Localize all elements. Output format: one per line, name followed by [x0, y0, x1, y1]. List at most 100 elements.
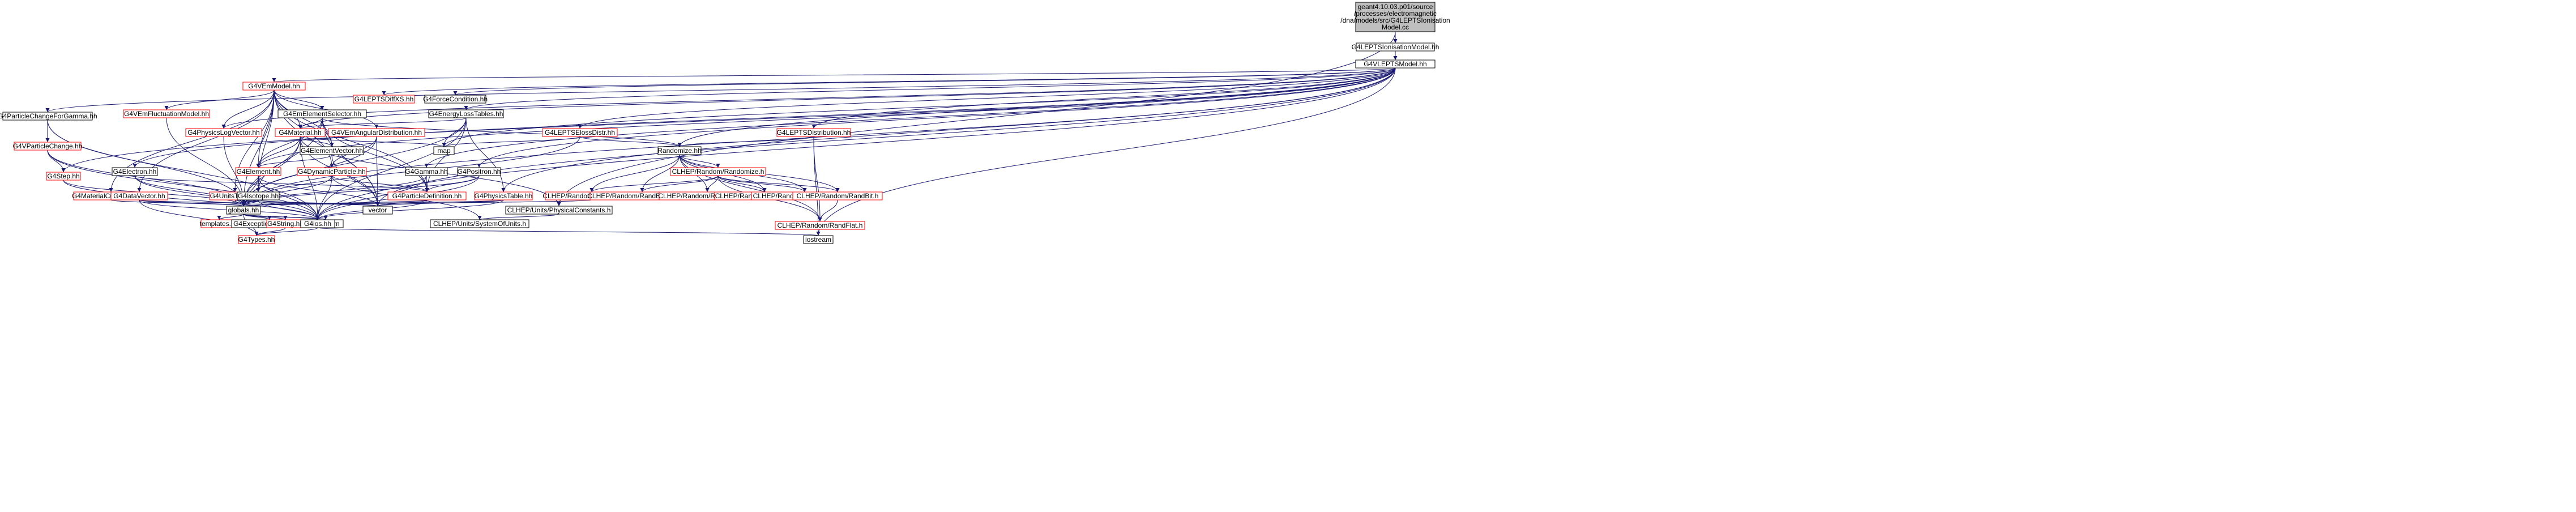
node-g4ios[interactable]: G4ios.hh [300, 219, 335, 228]
node-dynpart[interactable]: G4DynamicParticle.hh [297, 167, 367, 176]
node-vfluct[interactable]: G4VEmFluctuationModel.hh [123, 109, 210, 118]
node-label-globals: globals.hh [228, 206, 259, 214]
node-element[interactable]: G4Element.hh [235, 167, 281, 176]
edge-g4ios-to-iostream [317, 227, 820, 236]
node-g4string[interactable]: G4String.hh [266, 219, 305, 228]
edge-eloss-to-map [442, 117, 467, 147]
node-label-root: Model.cc [1382, 23, 1409, 31]
edge-randomize-to-randexp [640, 154, 680, 193]
node-vector[interactable]: vector [362, 206, 393, 215]
node-label-root: /processes/electromagnetic [1354, 10, 1437, 18]
node-elsel[interactable]: G4EmElementSelector.hh [277, 109, 367, 118]
edge-material-to-element [256, 136, 301, 168]
edge-vpc-to-step [47, 150, 66, 173]
node-label-datavec: G4DataVector.hh [113, 192, 165, 200]
node-map[interactable]: map [433, 146, 455, 155]
node-templates[interactable]: templates.hh [200, 219, 239, 228]
node-positron[interactable]: G4Positron.hh [457, 167, 501, 176]
node-physlog[interactable]: G4PhysicsLogVector.hh [185, 128, 262, 137]
node-vpc[interactable]: G4VParticleChange.hh [13, 142, 83, 151]
edge-vem-to-datavec [137, 89, 275, 193]
node-label-vector: vector [369, 206, 387, 214]
node-box-eloss [428, 109, 504, 118]
node-box-globals [226, 206, 261, 215]
node-box-gamma [405, 167, 448, 176]
node-physicstable[interactable]: G4PhysicsTable.hh [474, 191, 533, 200]
edge-material-to-map [300, 136, 446, 147]
node-vem[interactable]: G4VEmModel.hh [242, 82, 306, 91]
node-label-vpc: G4VParticleChange.hh [13, 142, 83, 150]
node-label-physicstable: G4PhysicsTable.hh [475, 192, 533, 200]
edge-angdist-to-vector [375, 136, 380, 207]
node-root[interactable]: geant4.10.03.p01/source/processes/electr… [1340, 2, 1450, 32]
node-label-templates: templates.hh [200, 220, 239, 228]
node-randomize[interactable]: Randomize.hh [657, 146, 702, 155]
edge-elvec-to-vector [331, 154, 380, 207]
node-material[interactable]: G4Material.hh [275, 128, 326, 137]
edge-gamma-to-g4ios [315, 175, 427, 220]
node-box-randomize [657, 146, 702, 155]
edge-elsel-to-randomize [322, 117, 682, 147]
node-elossdistr[interactable]: G4LEPTSElossDistr.hh [542, 128, 618, 137]
node-globals[interactable]: globals.hh [226, 206, 261, 215]
node-box-vector [362, 206, 393, 215]
node-clhrandomize[interactable]: CLHEP/Random/Randomize.h [670, 167, 766, 176]
node-box-leptsdist [776, 128, 851, 137]
edge-clhrandomize-to-randgamma [705, 175, 719, 193]
node-electron[interactable]: G4Electron.hh [112, 167, 158, 176]
node-ionmodel[interactable]: G4LEPTSIonisationModel.hh [1352, 42, 1439, 52]
node-angdist[interactable]: G4VEmAngularDistribution.hh [328, 128, 425, 137]
edge-eloss-to-physicstable [465, 117, 506, 193]
edge-electron-to-partdef [134, 175, 429, 193]
node-label-root: /dna/models/src/G4LEPTSIonisation [1340, 16, 1450, 24]
node-box-partdef [387, 191, 467, 200]
edge-clhrandomize-to-randgaussq [717, 175, 767, 193]
edge-clhrandomize-to-randbit [717, 175, 840, 193]
node-eloss[interactable]: G4EnergyLossTables.hh [428, 109, 504, 118]
edge-layer [45, 31, 1398, 236]
node-box-elvec [300, 146, 364, 155]
edge-vmodel-to-randomize [677, 67, 1396, 147]
node-label-elossdistr: G4LEPTSElossDistr.hh [545, 129, 615, 136]
node-partdef[interactable]: G4ParticleDefinition.hh [387, 191, 467, 200]
edge-vmodel-to-iostream [816, 67, 1396, 236]
edge-randbit-to-randflat [818, 199, 838, 222]
node-label-randomize: Randomize.hh [657, 147, 701, 155]
node-randflat[interactable]: CLHEP/Random/RandFlat.h [775, 221, 865, 230]
node-vmodel[interactable]: G4VLEPTSModel.hh [1355, 59, 1436, 69]
node-physconst[interactable]: CLHEP/Units/PhysicalConstants.h [505, 206, 613, 215]
node-label-elvec: G4ElementVector.hh [301, 147, 363, 155]
node-label-randflat: CLHEP/Random/RandFlat.h [778, 221, 863, 229]
node-diffxs[interactable]: G4LEPTSDiffXS.hh [353, 95, 415, 104]
edge-vem-to-vfluct [164, 89, 275, 110]
edge-randomize-to-clhrandomize [679, 154, 720, 168]
node-force[interactable]: G4ForceCondition.hh [423, 95, 488, 104]
edge-vem-to-globals [241, 89, 275, 207]
node-label-electron: G4Electron.hh [113, 168, 157, 176]
node-box-map [433, 146, 455, 155]
node-pcfg[interactable]: G4ParticleChangeForGamma.hh [0, 112, 97, 121]
node-randbit[interactable]: CLHEP/Random/RandBit.h [792, 191, 883, 200]
node-label-g4types: G4Types.hh [238, 236, 275, 244]
edge-physconst-to-sysunits [477, 214, 559, 220]
edge-vmodel-to-material [298, 67, 1396, 129]
node-gamma[interactable]: G4Gamma.hh [405, 167, 448, 176]
node-datavec[interactable]: G4DataVector.hh [110, 191, 168, 200]
node-sysunits[interactable]: CLHEP/Units/SystemOfUnits.h [430, 219, 529, 228]
node-g4types[interactable]: G4Types.hh [238, 235, 275, 244]
edge-vmodel-to-eloss [464, 67, 1396, 110]
node-box-elsel [277, 109, 367, 118]
node-layer: geant4.10.03.p01/source/processes/electr… [0, 2, 1450, 244]
edge-positron-to-partdef [425, 175, 480, 193]
node-elvec[interactable]: G4ElementVector.hh [300, 146, 364, 155]
node-label-material: G4Material.hh [279, 129, 321, 136]
edge-vfluct-to-globals [166, 117, 246, 207]
node-iostream[interactable]: iostream [803, 235, 834, 244]
node-label-g4string: G4String.hh [267, 220, 304, 228]
node-isotope[interactable]: G4Isotope.hh [237, 191, 280, 200]
node-step[interactable]: G4Step.hh [46, 172, 81, 181]
edge-element-to-g4ios [258, 175, 320, 220]
edge-datavec-to-globals [139, 199, 246, 207]
edge-dynpart-to-partdef [331, 175, 429, 193]
node-leptsdist[interactable]: G4LEPTSDistribution.hh [776, 128, 851, 137]
